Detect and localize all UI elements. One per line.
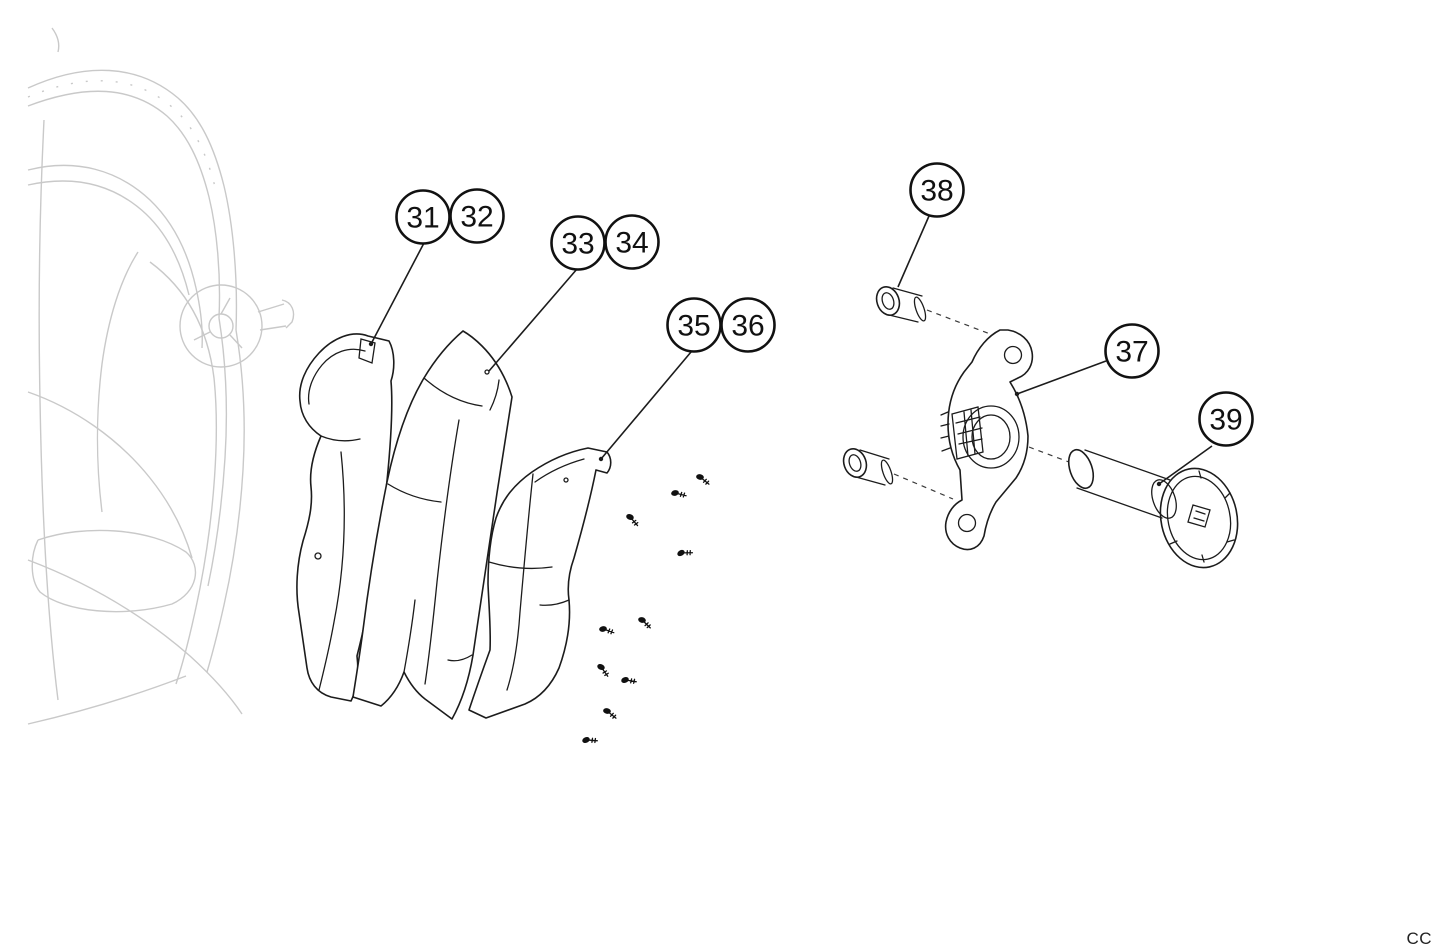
callout-33[interactable]: 33 bbox=[550, 215, 606, 271]
mounting-bracket-37 bbox=[940, 329, 1070, 551]
screw-fasteners bbox=[581, 473, 711, 748]
callout-32[interactable]: 32 bbox=[449, 188, 505, 244]
door-trim-panel-33-34 bbox=[352, 330, 513, 720]
bolt-fastener-upper bbox=[875, 286, 999, 338]
callout-34[interactable]: 34 bbox=[604, 214, 660, 270]
callout-35[interactable]: 35 bbox=[666, 297, 722, 353]
callout-32-label: 32 bbox=[460, 201, 493, 234]
callout-36[interactable]: 36 bbox=[720, 297, 776, 353]
car-body-reference-outline bbox=[27, 27, 295, 725]
leader-lines bbox=[368, 215, 1213, 487]
callout-31-label: 31 bbox=[406, 202, 439, 235]
callout-39[interactable]: 39 bbox=[1198, 391, 1254, 447]
callout-37[interactable]: 37 bbox=[1104, 323, 1160, 379]
pillar-trim-panel-31-32 bbox=[296, 333, 395, 702]
callout-37-label: 37 bbox=[1115, 336, 1148, 369]
callout-35-label: 35 bbox=[677, 310, 710, 343]
callout-31[interactable]: 31 bbox=[395, 189, 451, 245]
callout-39-label: 39 bbox=[1209, 404, 1242, 437]
bolt-fastener-lower bbox=[842, 448, 954, 500]
callout-33-label: 33 bbox=[561, 228, 594, 261]
callout-36-label: 36 bbox=[731, 310, 764, 343]
roller-cylinder-39 bbox=[1067, 448, 1239, 569]
callout-38-label: 38 bbox=[920, 175, 953, 208]
watermark-cc: CC bbox=[1406, 929, 1432, 948]
quarter-trim-panel-35-36 bbox=[468, 447, 612, 719]
callout-34-label: 34 bbox=[615, 227, 648, 260]
callout-38[interactable]: 38 bbox=[909, 162, 965, 218]
